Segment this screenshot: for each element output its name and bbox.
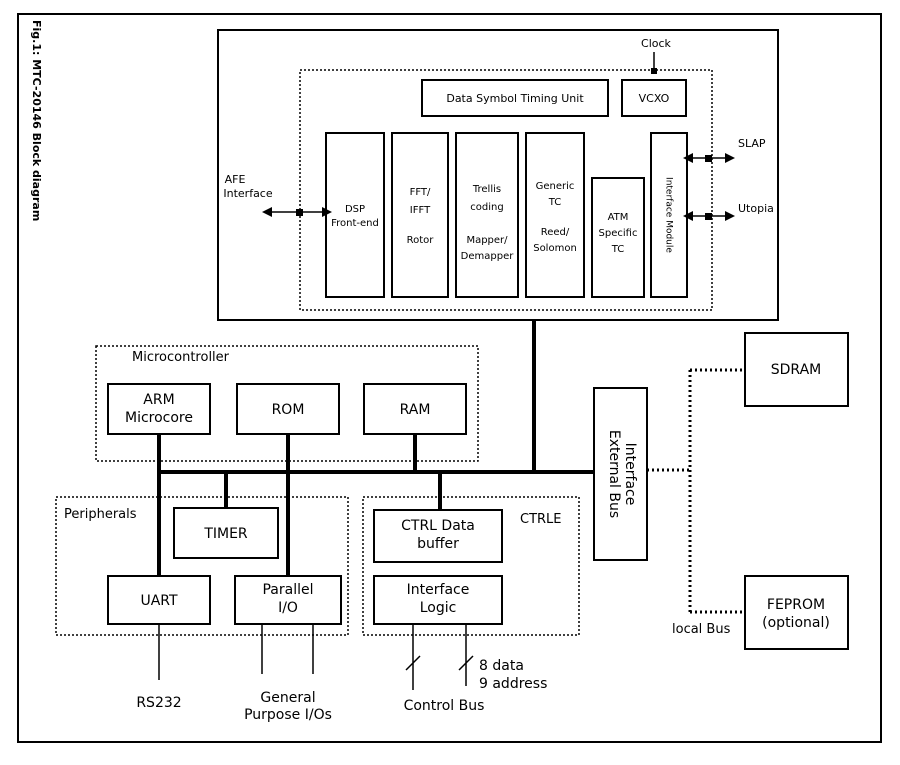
interface-module-label: Interface Module: [664, 177, 674, 253]
peripherals-region: [55, 496, 349, 636]
data-symbol-timing-unit-box: [421, 79, 609, 117]
mapper-label: Mapper/: [466, 235, 508, 246]
gpio-label-1: General: [260, 690, 315, 706]
interface-logic-label-2: Logic: [420, 600, 457, 616]
solomon-label: Solomon: [533, 243, 577, 254]
vcxo-box: [621, 79, 687, 117]
arm-label: ARM: [143, 392, 174, 408]
rotor-label: Rotor: [407, 235, 435, 246]
chip-block: [217, 29, 779, 321]
frontend-label: Front-end: [331, 218, 379, 229]
generic-tc-box: [525, 132, 585, 298]
dsp-label: DSP: [345, 204, 365, 215]
feprom-optional-label: (optional): [762, 615, 830, 631]
atm-label: ATM: [608, 212, 629, 223]
rs232-label: RS232: [136, 695, 181, 711]
parallel-label: Parallel: [262, 582, 313, 598]
microcore-label: Microcore: [125, 410, 193, 426]
address-lines-label: 9 address: [479, 676, 547, 692]
control-bus-label: Control Bus: [404, 698, 485, 714]
figure-caption: Fig.1: MTC-20146 Block diagram: [30, 20, 43, 221]
external-bus-label: External Bus: [606, 430, 622, 518]
ram-label: RAM: [400, 402, 431, 418]
clock-label: Clock: [641, 37, 672, 50]
generic-label: Generic: [536, 181, 575, 192]
afe-connector: [296, 209, 303, 216]
io-label: I/O: [278, 600, 298, 616]
trellis-box: [455, 132, 519, 298]
coding-label: coding: [470, 202, 503, 213]
demapper-label: Demapper: [461, 251, 515, 262]
ctrl-data-label: CTRL Data: [401, 518, 475, 534]
tc-label: TC: [548, 197, 562, 208]
atm-tc-box: [591, 177, 645, 298]
sdram-label: SDRAM: [771, 362, 821, 378]
atm-tc-label: TC: [611, 244, 625, 255]
buffer-label: buffer: [417, 536, 459, 552]
rom-label: ROM: [272, 402, 305, 418]
timer-label: TIMER: [203, 526, 248, 542]
afe-label: AFE: [225, 173, 246, 186]
reed-label: Reed/: [541, 227, 570, 238]
data-lines-label: 8 data: [479, 658, 524, 674]
microcontroller-label: Microcontroller: [132, 350, 230, 365]
vcxo-label: VCXO: [639, 92, 670, 105]
trellis-label: Trellis: [472, 184, 501, 195]
gpio-label-2: Purpose I/Os: [244, 707, 332, 723]
ifft-label: IFFT: [410, 205, 431, 216]
uart-label: UART: [140, 593, 178, 609]
fft-label: FFT/: [410, 187, 431, 198]
clock-connector: [651, 68, 657, 74]
local-bus-label: local Bus: [672, 622, 731, 637]
utopia-label: Utopia: [738, 202, 774, 215]
interface-bus-label: Interface: [622, 443, 638, 506]
interface-label: Interface: [223, 187, 272, 200]
outer-frame: [17, 13, 882, 743]
fft-box: [391, 132, 449, 298]
feprom-label: FEPROM: [767, 597, 825, 613]
specific-label: Specific: [599, 228, 638, 239]
sdram-box: [744, 332, 849, 407]
interface-logic-box: [373, 575, 503, 625]
interface-logic-label-1: Interface: [407, 582, 470, 598]
ctrle-label: CTRLE: [520, 512, 562, 527]
dsp-frontend-box: [325, 132, 385, 298]
modem-core-region: [299, 69, 713, 311]
feprom-box: [744, 575, 849, 650]
peripherals-label: Peripherals: [64, 507, 137, 522]
slap-label: SLAP: [738, 137, 766, 150]
ctrle-region: [362, 496, 580, 636]
external-bus-interface-box: [593, 387, 648, 561]
data-symbol-timing-unit-label: Data Symbol Timing Unit: [446, 92, 584, 105]
